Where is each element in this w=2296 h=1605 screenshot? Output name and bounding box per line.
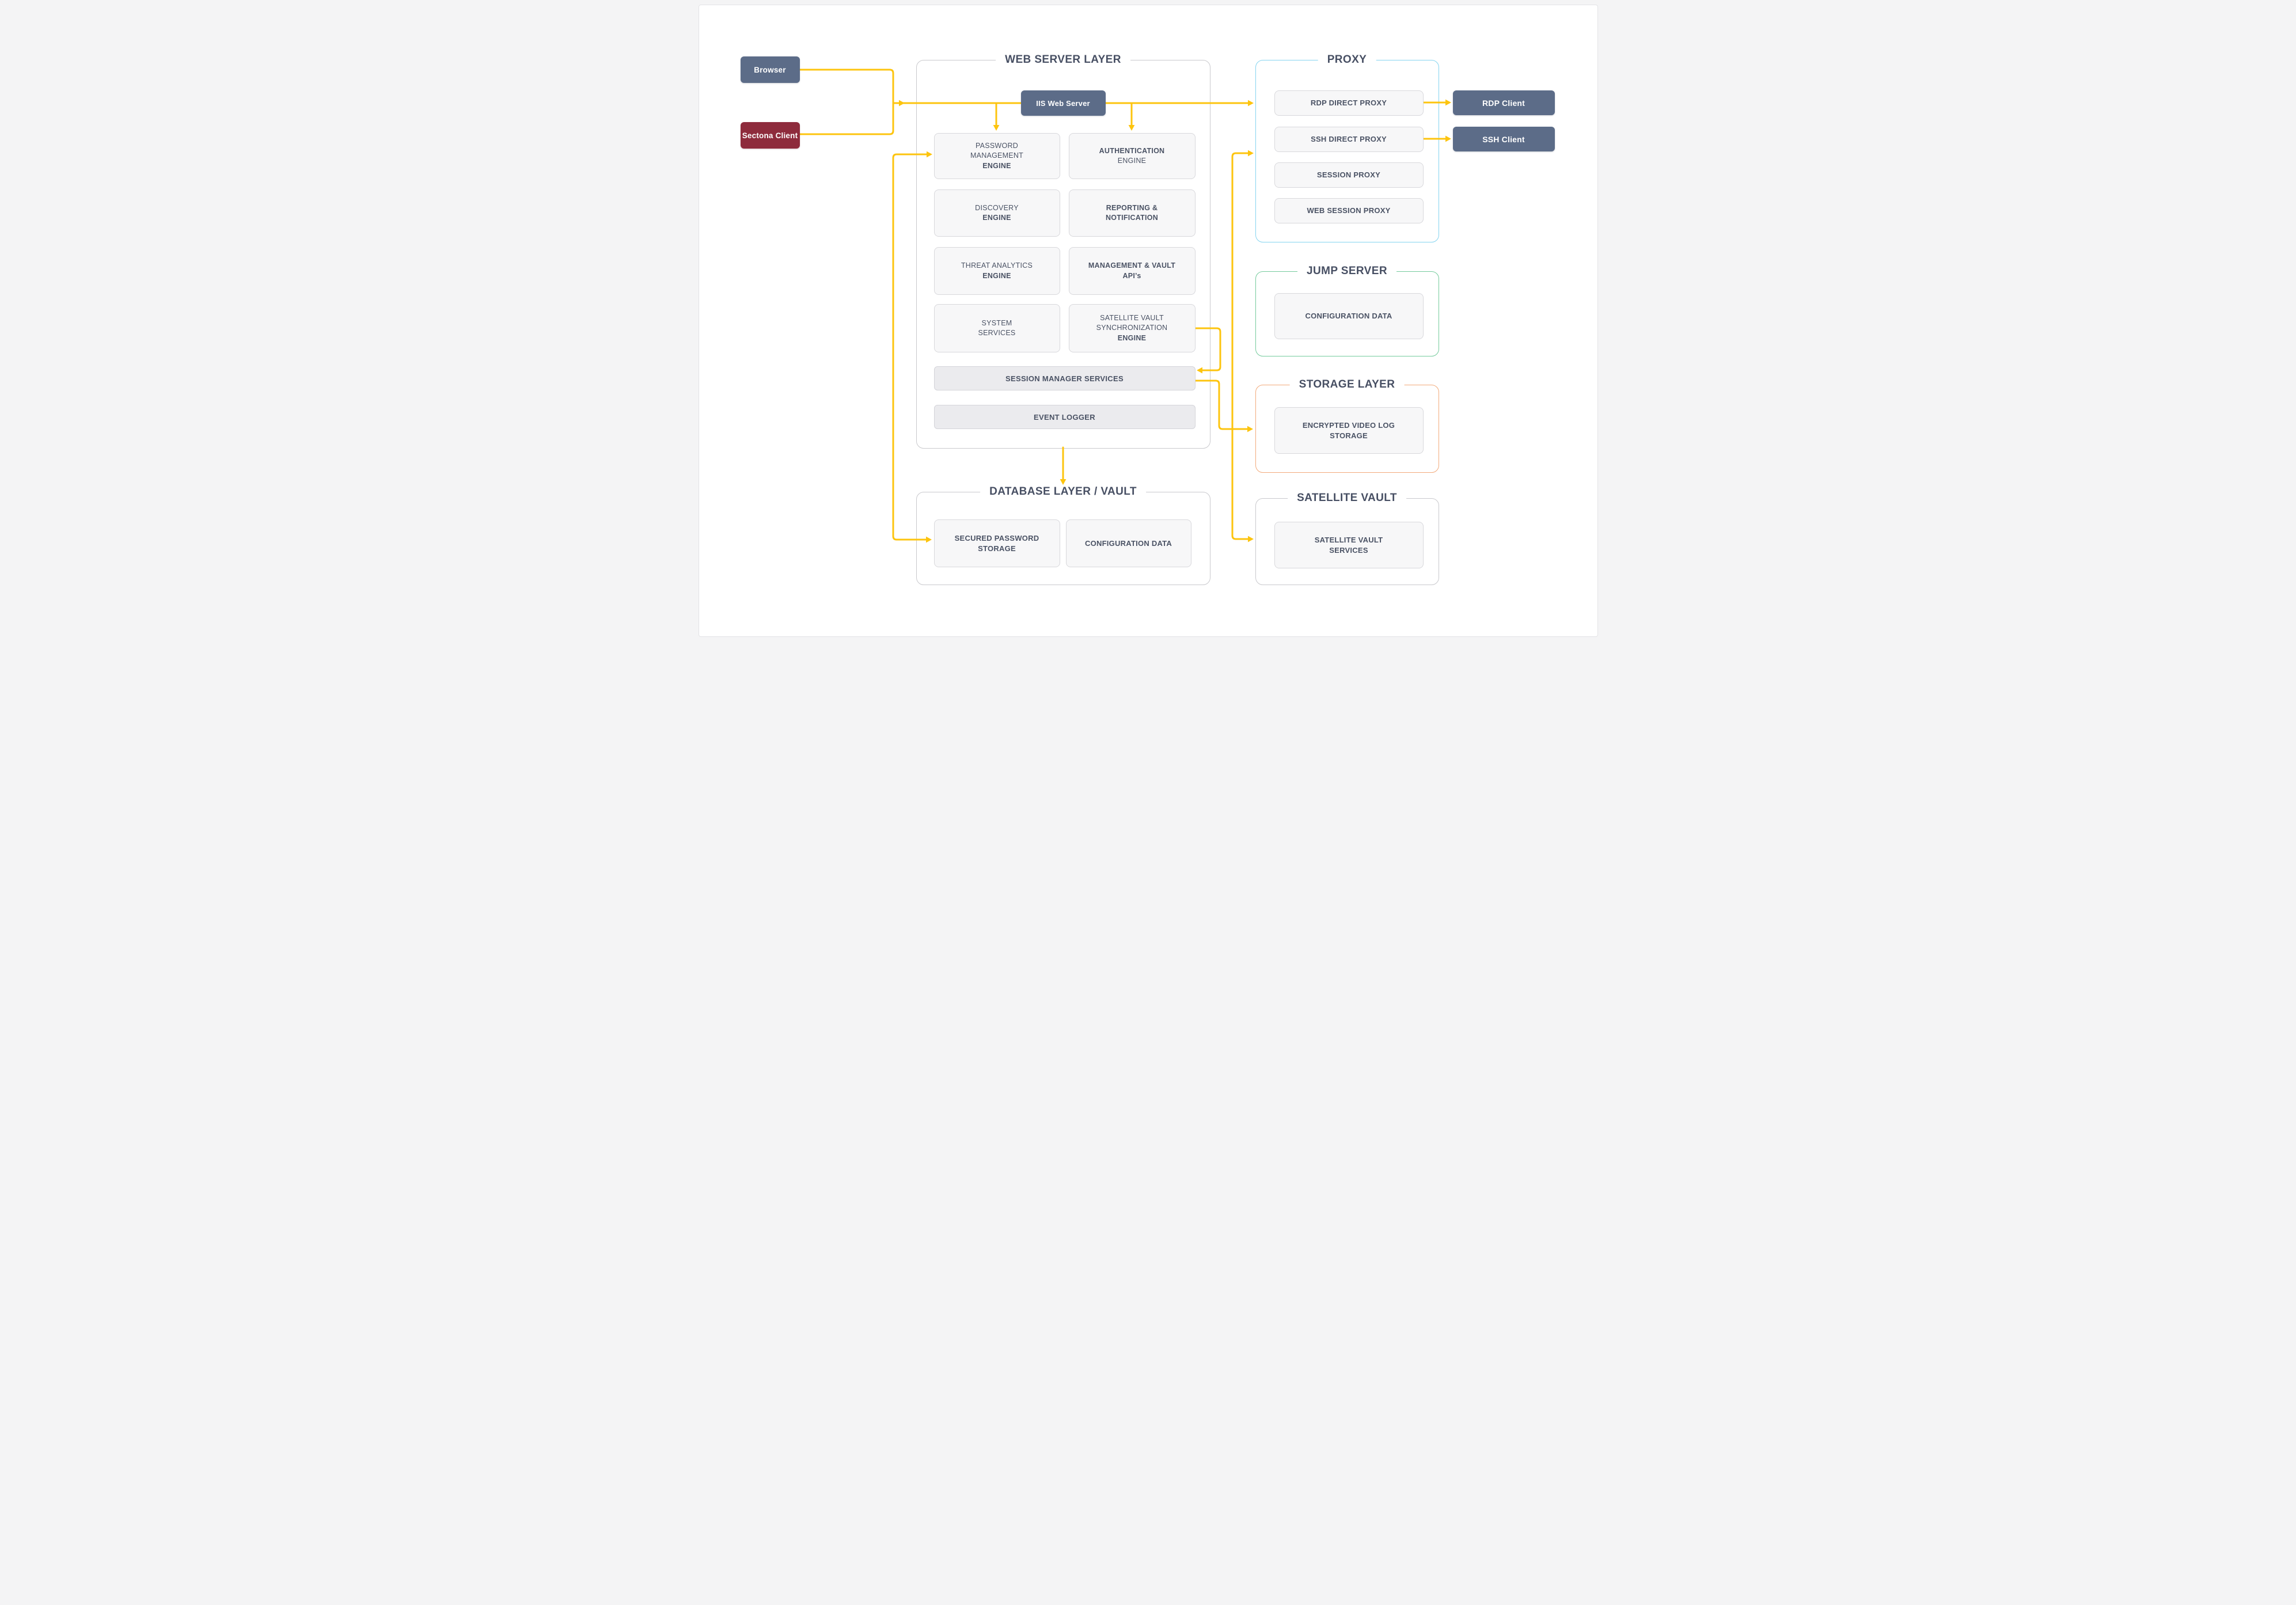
sectona-client-node: Sectona Client (740, 122, 800, 149)
discovery-engine-box: DISCOVERY ENGINE (933, 189, 1060, 237)
box-line: ENGINE (982, 214, 1011, 222)
password-management-engine-box: PASSWORD MANAGEMENT ENGINE (933, 133, 1060, 179)
box-line: SYNCHRONIZATION (1096, 324, 1168, 332)
box-line: NOTIFICATION (1106, 214, 1158, 222)
proxy-item-rdp-direct: RDP DIRECT PROXY (1274, 90, 1424, 116)
box-line: STORAGE (1330, 431, 1368, 440)
web-server-layer-title: WEB SERVER LAYER (996, 53, 1130, 67)
satellite-vault-container: SATELLITE VAULT (1255, 491, 1439, 585)
encrypted-video-log-storage-box: ENCRYPTED VIDEO LOG STORAGE (1274, 407, 1424, 454)
rdp-client-label: RDP Client (1482, 98, 1525, 108)
box-line: SERVICES (1329, 545, 1368, 555)
box-line: SATELLITE VAULT (1314, 535, 1383, 544)
arrow-into-storage-layer (1247, 426, 1253, 432)
event-logger-label: EVENT LOGGER (1034, 412, 1095, 422)
arrow-into-database-layer (1060, 479, 1066, 485)
box-line: ENGINE (982, 271, 1011, 280)
session-manager-services-bar: SESSION MANAGER SERVICES (933, 366, 1196, 390)
box-line: SATELLITE VAULT (1100, 314, 1164, 322)
box-line: PASSWORD (976, 142, 1018, 150)
architecture-diagram: WEB SERVER LAYER PROXY JUMP SERVER STORA… (698, 5, 1598, 637)
proxy-item-label: SESSION PROXY (1316, 170, 1381, 180)
arrow-junction-right (898, 100, 905, 107)
sectona-client-label: Sectona Client (742, 131, 798, 140)
arrow-into-proxy (1247, 100, 1254, 107)
database-configuration-data-box: CONFIGURATION DATA (1065, 519, 1191, 567)
ssh-client-label: SSH Client (1482, 134, 1525, 144)
satellite-vault-services-box: SATELLITE VAULT SERVICES (1274, 522, 1424, 568)
database-layer-container: DATABASE LAYER / VAULT (916, 485, 1210, 585)
storage-layer-title: STORAGE LAYER (1289, 378, 1405, 392)
system-services-box: SYSTEM SERVICES (933, 304, 1060, 352)
jump-server-title: JUMP SERVER (1297, 264, 1396, 278)
proxy-item-label: SSH DIRECT PROXY (1311, 135, 1387, 144)
box-line: SECURED PASSWORD (954, 533, 1039, 542)
box-line: THREAT ANALYTICS (961, 261, 1033, 270)
box-line: ENGINE (1117, 333, 1147, 342)
box-line: CONFIGURATION DATA (1305, 312, 1392, 321)
proxy-container: PROXY (1255, 53, 1439, 242)
browser-label: Browser (754, 65, 786, 74)
proxy-item-ssh-direct: SSH DIRECT PROXY (1274, 127, 1424, 152)
proxy-item-label: WEB SESSION PROXY (1307, 206, 1391, 215)
proxy-title: PROXY (1318, 53, 1376, 67)
box-line: SERVICES (978, 329, 1016, 337)
jump-server-container: JUMP SERVER (1255, 264, 1439, 356)
management-vault-api-box: MANAGEMENT & VAULT API’s (1068, 247, 1196, 295)
jump-configuration-data-box: CONFIGURATION DATA (1274, 293, 1424, 339)
link-browser-sectona-junction (799, 69, 894, 135)
iis-web-server-node: IIS Web Server (1020, 90, 1106, 116)
database-layer-title: DATABASE LAYER / VAULT (980, 485, 1146, 499)
box-line: MANAGEMENT & VAULT (1088, 261, 1176, 270)
box-line: AUTHENTICATION (1099, 146, 1165, 155)
proxy-item-web-session: WEB SESSION PROXY (1274, 198, 1424, 223)
satellite-vault-sync-engine-box: SATELLITE VAULT SYNCHRONIZATION ENGINE (1068, 304, 1196, 352)
satellite-vault-title: SATELLITE VAULT (1288, 491, 1406, 505)
authentication-engine-box: AUTHENTICATION ENGINE (1068, 133, 1196, 179)
link-proxy-satellite-vertical (1231, 152, 1248, 540)
box-line: STORAGE (978, 544, 1016, 553)
iis-web-server-label: IIS Web Server (1036, 98, 1090, 108)
box-line: SYSTEM (981, 318, 1012, 327)
arrow-into-satellite-vault (1247, 536, 1254, 542)
proxy-item-label: RDP DIRECT PROXY (1310, 98, 1387, 108)
rdp-client-node: RDP Client (1452, 90, 1555, 115)
threat-analytics-engine-box: THREAT ANALYTICS ENGINE (933, 247, 1060, 295)
storage-layer-container: STORAGE LAYER (1255, 378, 1439, 473)
arrow-into-proxy-lower (1247, 150, 1254, 157)
box-line: ENCRYPTED VIDEO LOG (1302, 420, 1395, 430)
browser-node: Browser (740, 56, 800, 83)
box-line: MANAGEMENT (970, 151, 1024, 160)
session-manager-services-label: SESSION MANAGER SERVICES (1005, 374, 1124, 383)
box-line: REPORTING & (1106, 203, 1158, 212)
arrow-into-ssh-client (1445, 135, 1451, 142)
box-line: API’s (1122, 271, 1141, 280)
box-line: ENGINE (982, 161, 1011, 170)
box-line: ENGINE (1117, 157, 1147, 165)
ssh-client-node: SSH Client (1452, 127, 1555, 151)
box-line: DISCOVERY (975, 203, 1019, 212)
secured-password-storage-box: SECURED PASSWORD STORAGE (933, 519, 1060, 567)
event-logger-bar: EVENT LOGGER (933, 405, 1196, 429)
proxy-item-session: SESSION PROXY (1274, 162, 1424, 188)
box-line: CONFIGURATION DATA (1084, 538, 1172, 548)
reporting-notification-box: REPORTING & NOTIFICATION (1068, 189, 1196, 237)
arrow-into-rdp-client (1445, 99, 1451, 106)
